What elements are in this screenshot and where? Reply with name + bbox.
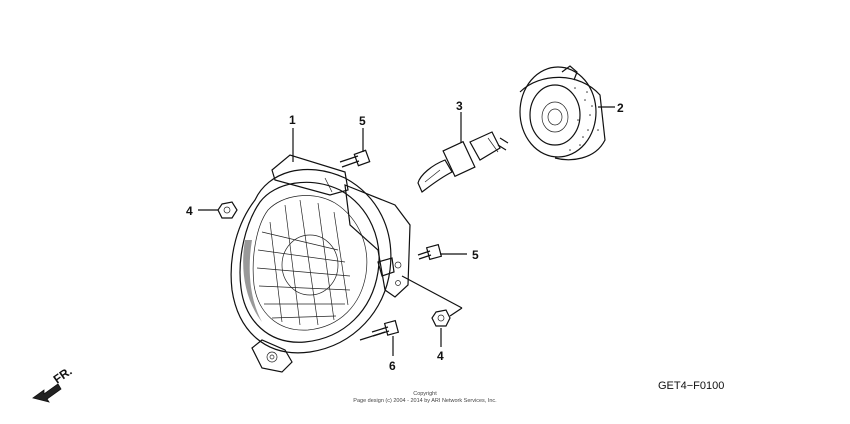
front-direction-arrow: FR.: [32, 364, 75, 403]
diagram-code: GET4−F0100: [658, 380, 724, 392]
headlight-unit[interactable]: [230, 154, 411, 373]
callout-1: 1: [289, 113, 296, 127]
callout-3: 3: [456, 99, 463, 113]
bolt-upper[interactable]: [339, 149, 371, 168]
cover-texture: [569, 87, 599, 151]
screw[interactable]: [371, 319, 400, 337]
copyright-line2: Page design (c) 2004 - 2014 by ARI Netwo…: [353, 398, 497, 404]
direction-label: FR.: [51, 364, 75, 387]
callout-5-upper: 5: [359, 114, 366, 128]
lens-ribbing: [256, 199, 351, 326]
copyright-line1: Copyright: [413, 391, 437, 397]
callout-6: 6: [389, 359, 396, 373]
callout-5-lower: 5: [472, 248, 479, 262]
callout-4-left: 4: [186, 204, 193, 218]
callout-2: 2: [617, 101, 624, 115]
leader-lines: [198, 106, 615, 356]
nut-right[interactable]: [431, 309, 451, 327]
dust-cover[interactable]: [519, 65, 606, 161]
callout-4-right: 4: [437, 349, 444, 363]
headlight-bulb[interactable]: [417, 131, 509, 193]
nut-left[interactable]: [217, 201, 238, 219]
bolt-lower[interactable]: [417, 243, 443, 261]
